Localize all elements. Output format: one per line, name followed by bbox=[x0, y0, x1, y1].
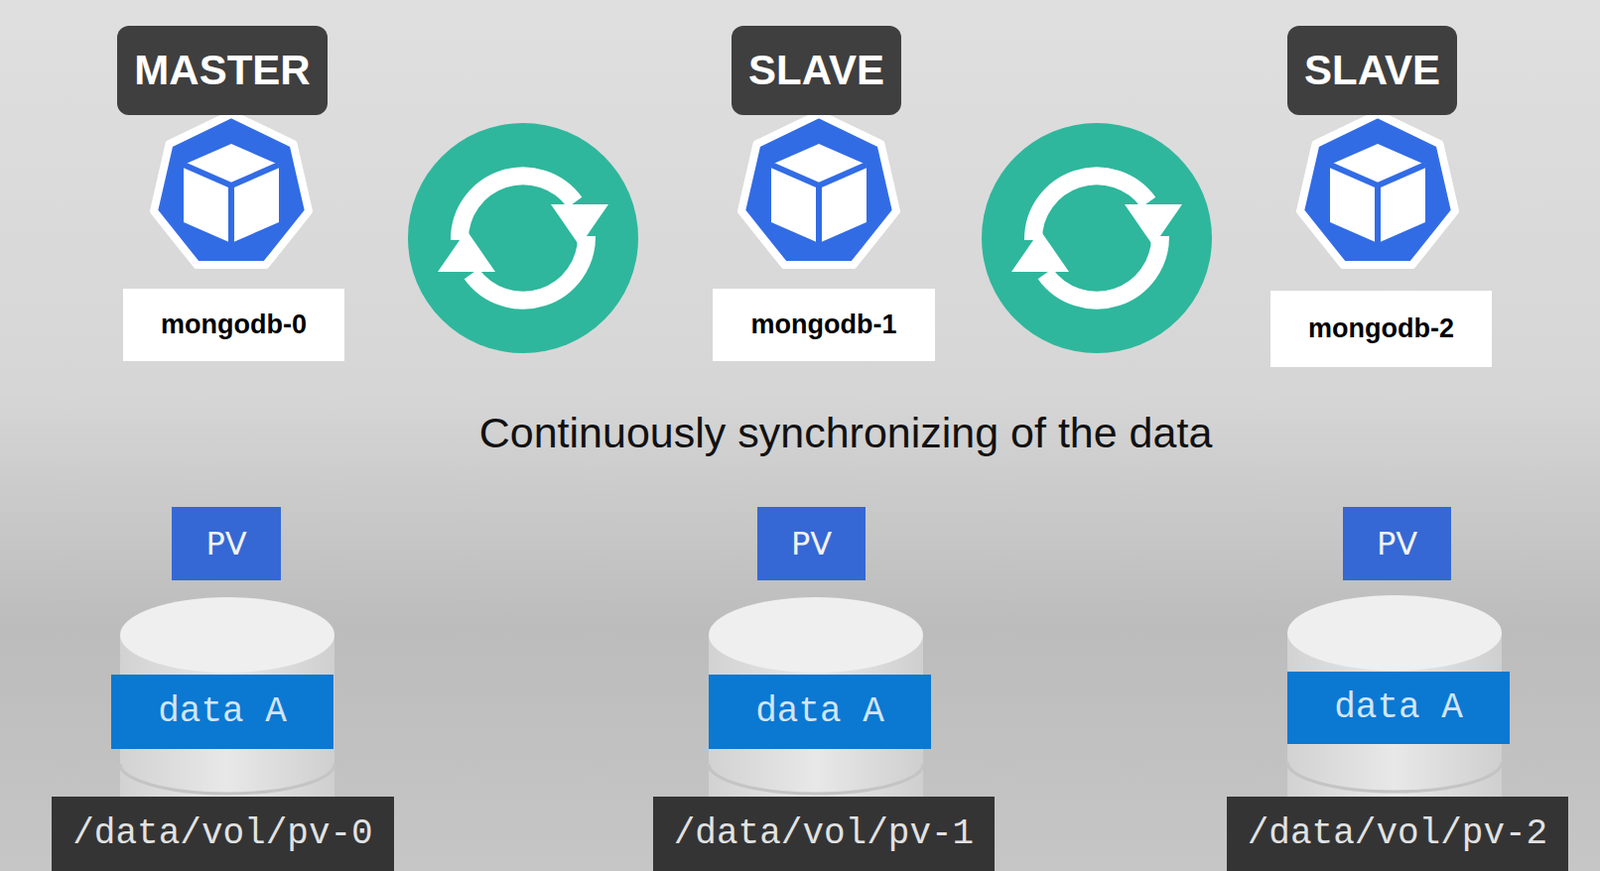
node-text: SLAVE bbox=[748, 46, 885, 95]
node-text: SLAVE bbox=[1304, 46, 1441, 95]
node-text: /data/vol/pv-1 bbox=[673, 813, 974, 855]
pv-box: PV bbox=[1342, 507, 1452, 581]
pv-box: PV bbox=[171, 507, 281, 581]
caption-text: Continuously synchronizing of the data bbox=[479, 408, 1213, 458]
node-text: data A bbox=[755, 691, 885, 733]
data-band: data A bbox=[708, 674, 932, 750]
sync-icon bbox=[981, 123, 1212, 354]
node-text: mongodb-1 bbox=[751, 309, 898, 341]
role-box: SLAVE bbox=[731, 25, 902, 116]
pv-box: PV bbox=[757, 507, 866, 581]
path-box: /data/vol/pv-1 bbox=[653, 797, 995, 871]
role-box: MASTER bbox=[117, 25, 328, 116]
node-text: MASTER bbox=[133, 46, 310, 95]
pod-name-box: mongodb-2 bbox=[1270, 290, 1492, 368]
path-box: /data/vol/pv-0 bbox=[51, 797, 395, 871]
node-text: PV bbox=[1376, 525, 1418, 563]
node-text: mongodb-2 bbox=[1308, 313, 1455, 345]
pod-icon bbox=[153, 114, 309, 266]
role-box: SLAVE bbox=[1287, 25, 1458, 116]
pod-icon bbox=[1300, 114, 1456, 266]
node-text: mongodb-0 bbox=[160, 309, 307, 341]
pod-name-box: mongodb-1 bbox=[712, 288, 935, 362]
pod-name-box: mongodb-0 bbox=[123, 288, 345, 362]
node-text: PV bbox=[791, 525, 832, 563]
node-text: PV bbox=[205, 525, 247, 563]
path-box: /data/vol/pv-2 bbox=[1226, 797, 1569, 871]
node-text: data A bbox=[157, 691, 287, 733]
sync-icon bbox=[407, 123, 639, 354]
node-text: data A bbox=[1333, 687, 1464, 729]
pod-icon bbox=[741, 114, 897, 266]
data-band: data A bbox=[111, 674, 334, 750]
data-band: data A bbox=[1287, 671, 1510, 745]
node-text: /data/vol/pv-0 bbox=[72, 813, 373, 855]
node-text: /data/vol/pv-2 bbox=[1247, 813, 1548, 855]
